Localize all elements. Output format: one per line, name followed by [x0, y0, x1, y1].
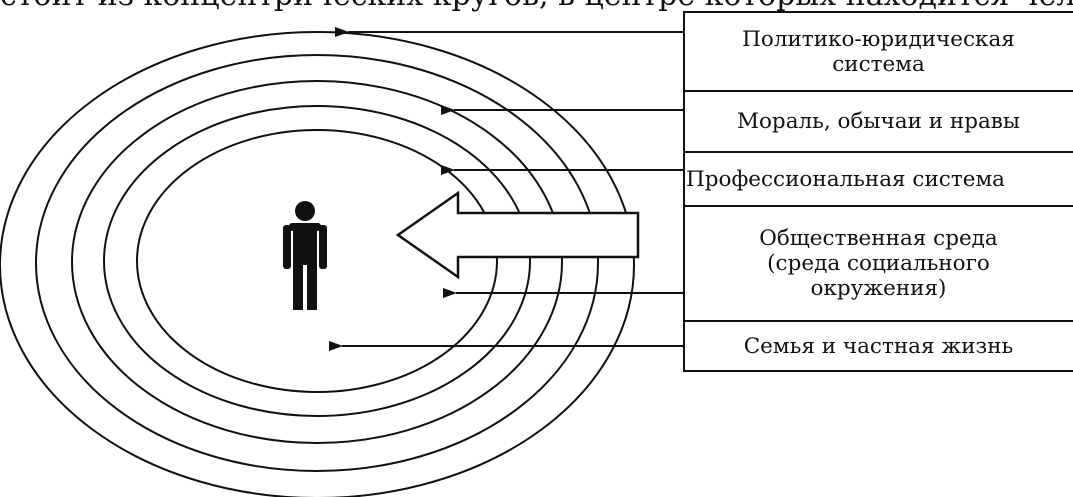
top-caption: стоит из концентрических кругов, в центр… — [0, 0, 1073, 13]
circle-politico-legal — [0, 31, 635, 497]
circle-professional — [71, 80, 563, 444]
circle-morals — [35, 54, 599, 472]
label-morals-text: Мораль, обычаи и нравы — [736, 109, 1021, 134]
label-family: Семья и частная жизнь — [684, 321, 1073, 371]
circle-family — [136, 129, 498, 393]
label-professional-text: Профессиональная система — [686, 166, 1005, 192]
label-box-frame — [683, 11, 1073, 372]
big-left-arrow-icon — [395, 190, 640, 280]
label-professional: Профессиональная система — [684, 152, 1073, 206]
label-politico-legal-text: Политико-юридическая система — [742, 26, 1015, 77]
label-social-text: Общественная среда (среда социального ок… — [759, 226, 998, 301]
label-morals: Мораль, обычаи и нравы — [684, 91, 1073, 152]
person-icon — [283, 201, 327, 310]
label-politico-legal: Политико-юридическая система — [684, 12, 1073, 91]
label-family-text: Семья и частная жизнь — [743, 333, 1014, 359]
circle-social — [103, 105, 531, 417]
label-social: Общественная среда (среда социального ок… — [684, 206, 1073, 321]
